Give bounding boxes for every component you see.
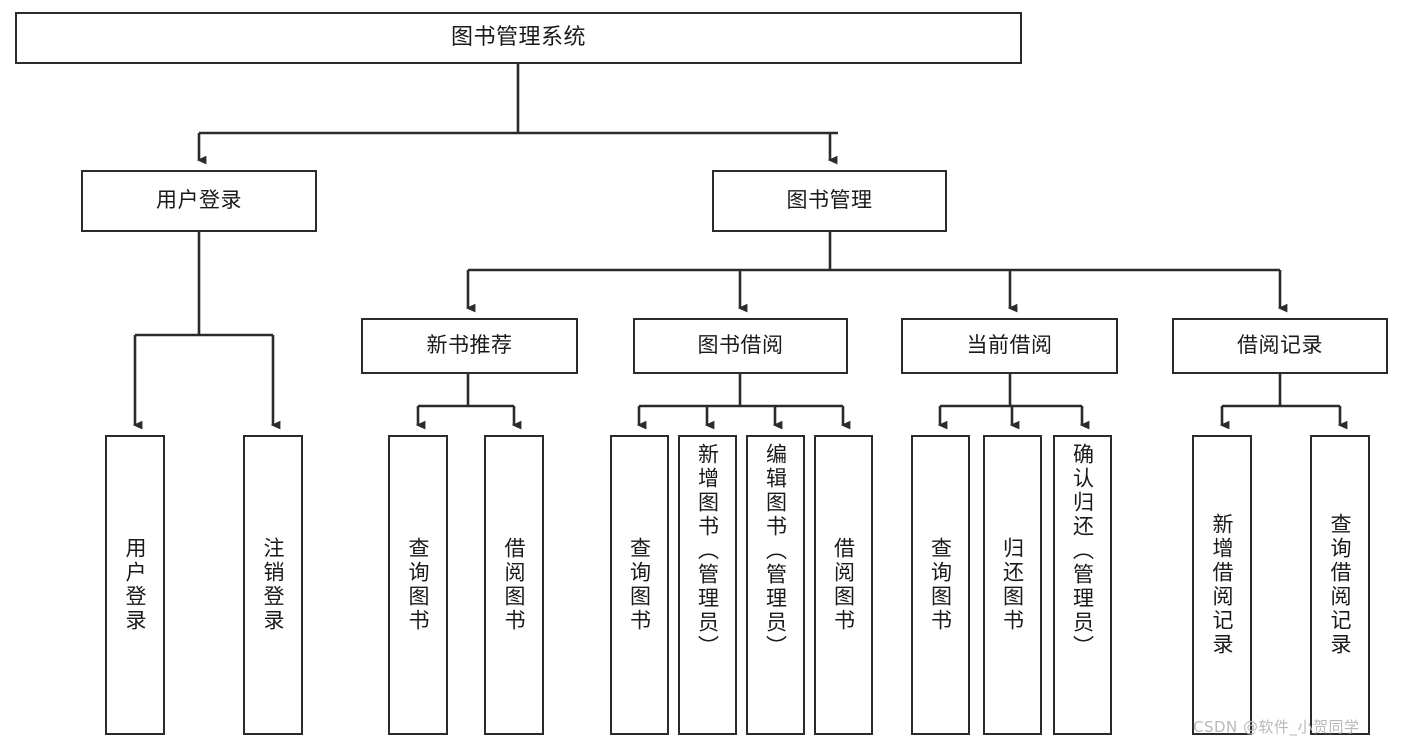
node-leaf-add-record[interactable]: 新增借阅记录 [1192,435,1252,735]
node-leaf-logout-label: 注销登录 [261,537,286,633]
node-leaf-edit-book-label: 编辑图书（管理员） [763,443,788,659]
node-leaf-borrow-book-2[interactable]: 借阅图书 [814,435,873,735]
node-leaf-borrow-book-1[interactable]: 借阅图书 [484,435,544,735]
node-root-label: 图书管理系统 [450,24,586,50]
node-current-borrow-label: 当前借阅 [966,333,1053,358]
node-leaf-user-login-label: 用户登录 [123,537,148,633]
node-user-login-label: 用户登录 [156,188,242,213]
node-root-system[interactable]: 图书管理系统 [15,12,1022,64]
node-leaf-query-book-2-label: 查询图书 [627,537,652,633]
csdn-watermark: CSDN @软件_小贺同学 [1193,718,1360,736]
node-user-login[interactable]: 用户登录 [81,170,317,232]
node-leaf-return-book-label: 归还图书 [1000,537,1025,633]
node-new-book-recommend[interactable]: 新书推荐 [361,318,578,374]
node-book-borrow[interactable]: 图书借阅 [633,318,848,374]
node-leaf-add-book[interactable]: 新增图书（管理员） [678,435,737,735]
node-leaf-query-record-label: 查询借阅记录 [1328,513,1353,657]
node-leaf-query-book-2[interactable]: 查询图书 [610,435,669,735]
node-leaf-confirm-return-label: 确认归还（管理员） [1070,443,1095,659]
node-leaf-borrow-book-2-label: 借阅图书 [831,537,856,633]
node-leaf-add-record-label: 新增借阅记录 [1210,513,1235,657]
node-leaf-query-record[interactable]: 查询借阅记录 [1310,435,1370,735]
node-leaf-query-book-3-label: 查询图书 [928,537,953,633]
node-leaf-query-book-1[interactable]: 查询图书 [388,435,448,735]
node-leaf-user-login[interactable]: 用户登录 [105,435,165,735]
node-book-manage[interactable]: 图书管理 [712,170,947,232]
node-borrow-record-label: 借阅记录 [1237,333,1323,358]
node-new-book-recommend-label: 新书推荐 [426,333,513,358]
node-borrow-record[interactable]: 借阅记录 [1172,318,1388,374]
node-leaf-add-book-label: 新增图书（管理员） [695,443,720,659]
node-leaf-query-book-3[interactable]: 查询图书 [911,435,970,735]
node-current-borrow[interactable]: 当前借阅 [901,318,1118,374]
node-leaf-logout[interactable]: 注销登录 [243,435,303,735]
node-leaf-confirm-return[interactable]: 确认归还（管理员） [1053,435,1112,735]
node-leaf-edit-book[interactable]: 编辑图书（管理员） [746,435,805,735]
node-leaf-borrow-book-1-label: 借阅图书 [502,537,527,633]
node-leaf-query-book-1-label: 查询图书 [406,537,431,633]
node-book-manage-label: 图书管理 [786,188,873,213]
node-leaf-return-book[interactable]: 归还图书 [983,435,1042,735]
node-book-borrow-label: 图书借阅 [697,333,784,358]
